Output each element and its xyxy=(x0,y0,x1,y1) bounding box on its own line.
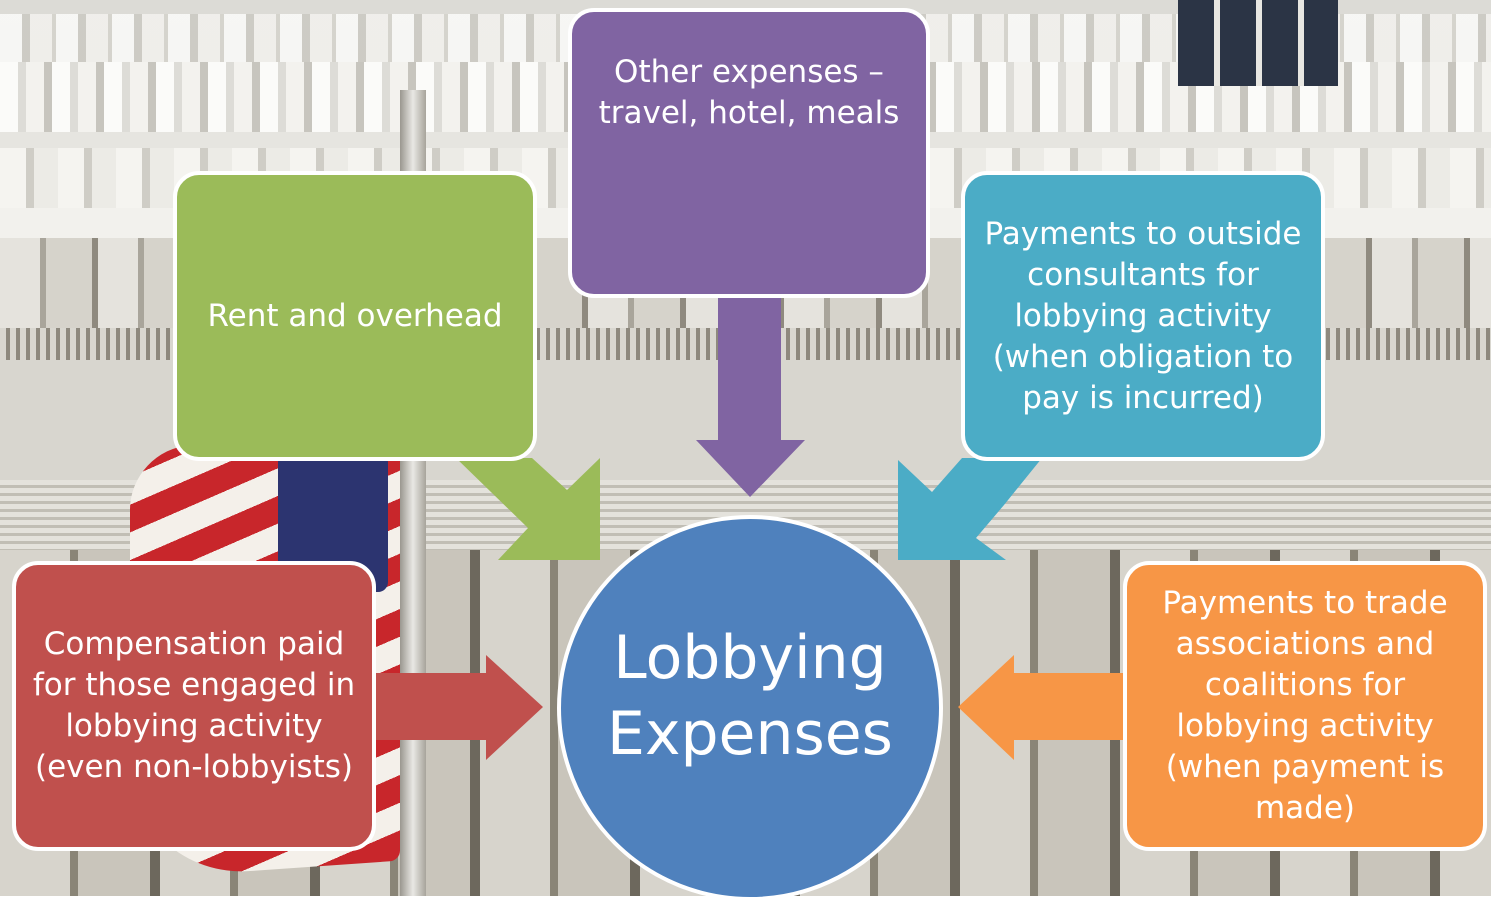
arrow-consultants xyxy=(898,458,1042,560)
node-compensation: Compensation paid for those engaged in l… xyxy=(12,561,376,851)
node-rent-and-overhead: Rent and overhead xyxy=(173,171,537,461)
node-outside-consultants: Payments to outside consultants for lobb… xyxy=(961,171,1325,461)
arrow-trade xyxy=(958,655,1124,760)
node-trade-associations: Payments to trade associations and coali… xyxy=(1123,561,1487,851)
arrow-rent xyxy=(456,458,600,560)
node-other-expenses: Other expenses – travel, hotel, meals xyxy=(568,8,930,298)
arrow-compensation xyxy=(376,655,543,760)
window xyxy=(1178,0,1338,86)
arrow-top xyxy=(696,296,805,497)
cornice xyxy=(0,0,1491,14)
center-lobbying-expenses: Lobbying Expenses xyxy=(557,515,943,901)
